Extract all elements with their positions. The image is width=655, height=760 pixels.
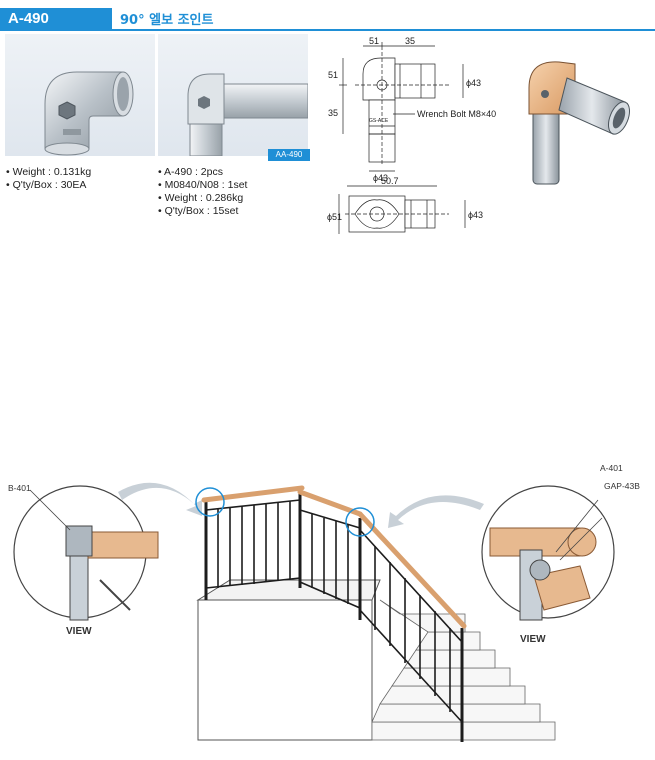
staircase-illustration xyxy=(13,482,615,742)
dim-top-right: 35 xyxy=(405,36,415,46)
spec-component: A-490 : 2pcs xyxy=(158,166,247,179)
spec-qty: Q'ty/Box : 15set xyxy=(158,205,247,218)
dim-side-dia: ϕ51 xyxy=(327,212,342,222)
dim-width: 50.7 xyxy=(381,176,399,186)
spec-list-b: A-490 : 2pcs M0840/N08 : 1set Weight : 0… xyxy=(158,166,247,218)
assembly-tag: AA-490 xyxy=(268,149,310,161)
dim-left-bottom: 35 xyxy=(328,108,338,118)
spec-weight: Weight : 0.131kg xyxy=(6,166,92,179)
brand-mark: GS-ACE xyxy=(369,118,389,124)
spec-bolt-set: M0840/N08 : 1set xyxy=(158,179,248,192)
elbow-assembly-photo xyxy=(158,34,308,156)
dim-top-left: 51 xyxy=(369,36,379,46)
right-callout-label-1: A-401 xyxy=(600,463,623,473)
elbow-photo xyxy=(5,34,155,156)
spec-qty: Q'ty/Box : 30EA xyxy=(6,179,91,192)
header-divider xyxy=(0,29,655,31)
dim-left-top: 51 xyxy=(328,70,338,80)
spec-weight: Weight : 0.286kg xyxy=(158,192,247,205)
bolt-label: Wrench Bolt M8×40 xyxy=(417,109,496,119)
product-code-tab: A-490 xyxy=(0,8,112,30)
elbow-3d-render xyxy=(528,61,630,185)
technical-drawing: 51 35 51 35 ϕ43 ϕ43 Wrench Bolt M8×40 GS… xyxy=(327,36,496,234)
left-callout-label: B-401 xyxy=(8,483,31,493)
spec-list-a: Weight : 0.131kg Q'ty/Box : 30EA xyxy=(6,166,92,192)
right-callout-label-2: GAP-43B xyxy=(604,481,640,491)
product-title: 90° 엘보 조인트 xyxy=(120,13,214,28)
right-view-label: VIEW xyxy=(520,634,546,645)
left-view-label: VIEW xyxy=(66,626,92,637)
dim-bottom-dia: ϕ43 xyxy=(373,173,388,183)
product-code: A-490 xyxy=(8,10,49,27)
dim-right-dia: ϕ43 xyxy=(466,78,481,88)
dim-side-right: ϕ43 xyxy=(468,210,483,220)
